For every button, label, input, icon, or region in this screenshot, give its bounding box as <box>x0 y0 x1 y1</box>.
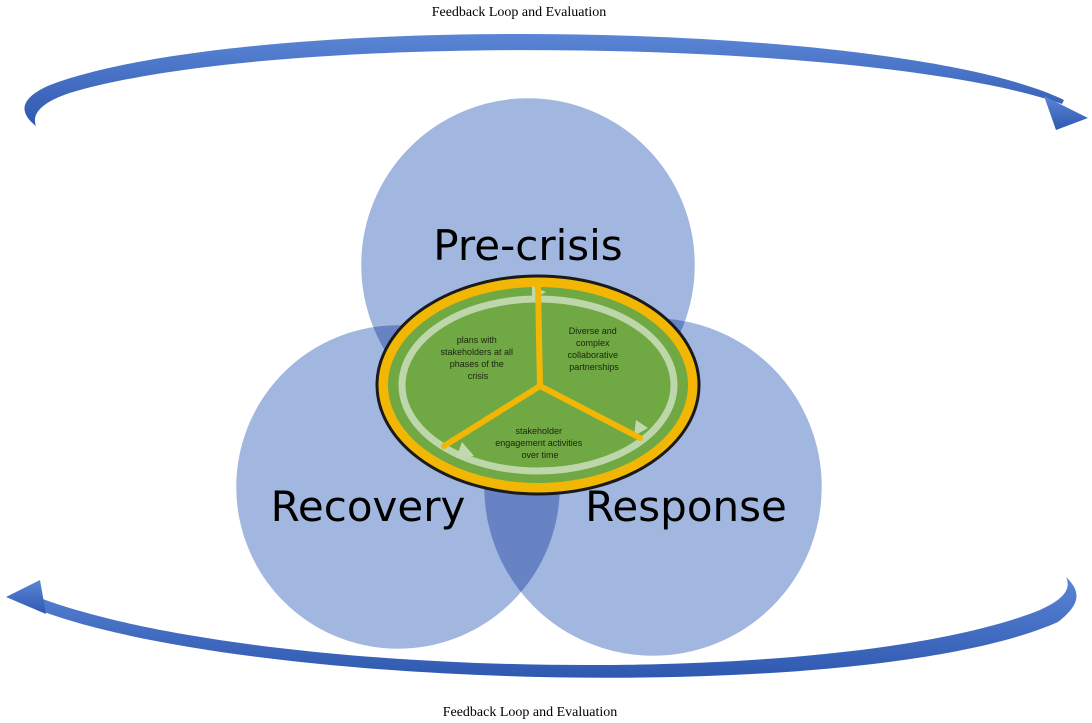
cycle-arrowhead-right-icon <box>634 420 648 436</box>
top-caption: Feedback Loop and Evaluation <box>432 5 607 20</box>
top-arrowhead-icon <box>1044 96 1088 130</box>
bottom-arrowhead-icon <box>6 580 46 614</box>
bottom-feedback-arrow <box>6 577 1077 678</box>
pre-crisis-label: Pre-crisis <box>433 221 622 270</box>
sector-dividers <box>441 283 643 449</box>
sector-bottom-text: stakeholder engagement activities over t… <box>495 426 585 460</box>
top-feedback-arrow <box>24 33 1088 130</box>
cycle-arrowhead-left-icon <box>456 442 474 458</box>
recovery-label: Recovery <box>271 482 466 531</box>
sector-left-text: plans with stakeholders at all phases of… <box>440 335 515 381</box>
response-label: Response <box>585 482 787 531</box>
bottom-caption: Feedback Loop and Evaluation <box>443 705 618 720</box>
sector-right-text: Diverse and complex collaborative partne… <box>567 326 620 372</box>
center-cycle: plans with stakeholders at all phases of… <box>375 274 701 496</box>
